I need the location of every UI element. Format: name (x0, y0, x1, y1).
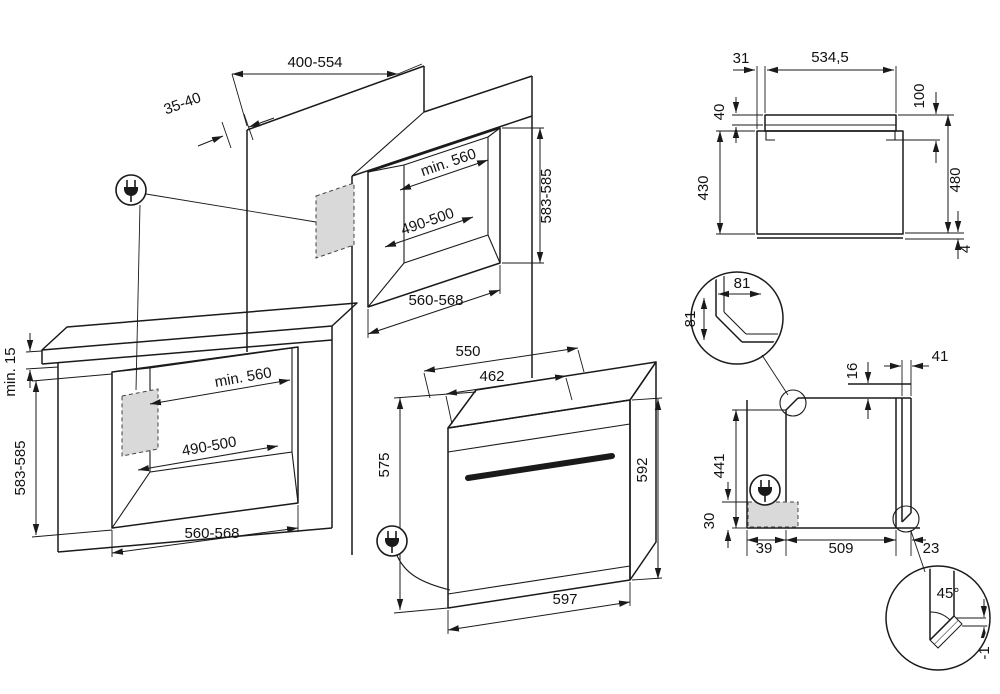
dim-base-height: 583-585 (12, 440, 29, 495)
dim-oven-height-body: 575 (376, 452, 393, 477)
detail-marker-bottom (892, 505, 920, 533)
oven-body (447, 361, 657, 609)
power-plug-callout (115, 174, 317, 391)
side-section-view: 16 41 441 30 39 509 23 (701, 348, 948, 557)
dim-side-back: 39 (756, 540, 773, 557)
dim-oven-height-front: 592 (634, 457, 651, 482)
base-cabinet-outline (41, 302, 358, 553)
dim-side-gap-top: 16 (844, 363, 861, 380)
chamfer-detail-content (929, 568, 988, 649)
outlet-zone-base (121, 388, 159, 457)
dim-oven-depth-total: 550 (455, 343, 480, 360)
dim-base-width: 560-568 (184, 525, 239, 542)
outlet-zone-tall (315, 182, 355, 259)
dim-chamfer-offset: -1 (976, 646, 993, 659)
dim-oven-depth-body: 462 (479, 368, 504, 385)
outlet-zone-side (747, 501, 799, 528)
dim-top-depth: 400-554 (287, 54, 342, 71)
dim-base-inner: 490-500 (181, 433, 238, 459)
dim-side-gap: 35-40 (162, 89, 204, 118)
front-view-outline (756, 114, 904, 239)
base-cabinet-view: min. 15 583-585 min. 560 490-500 560-568 (2, 302, 358, 557)
dim-tall-inner: 490-500 (399, 205, 457, 239)
dim-side-height: 441 (711, 453, 728, 478)
oven-handle (465, 453, 615, 481)
dim-chamfer-angle: 45° (937, 585, 960, 602)
dim-corner-w: 81 (734, 275, 751, 292)
dim-front-lip: 40 (711, 104, 728, 121)
corner-detail: 81 81 (682, 271, 789, 396)
dim-side-base: 30 (701, 513, 718, 530)
dim-front-total: 480 (947, 167, 964, 192)
dim-tall-width: 560-568 (408, 292, 463, 309)
plug-icon (749, 474, 781, 506)
front-view: 31 534,5 100 40 430 480 4 (695, 49, 974, 259)
chamfer-detail: 45° -1 (885, 530, 993, 671)
tall-cabinet-outline (246, 65, 533, 555)
dim-side-front: 41 (932, 348, 949, 365)
dim-side-depth: 509 (828, 540, 853, 557)
side-section-outline (746, 383, 920, 529)
front-view-dimensions: 31 534,5 100 40 430 480 4 (695, 49, 974, 259)
tall-cabinet-view: 400-554 35-40 min. 560 490-500 560-568 5… (162, 54, 555, 555)
plug-icon (115, 174, 147, 206)
dim-front-body: 430 (695, 175, 712, 200)
dim-oven-width: 597 (552, 591, 577, 608)
dim-front-bottom: 4 (957, 245, 974, 253)
dim-front-inner-width: 534,5 (811, 49, 849, 66)
side-section-dimensions: 16 41 441 30 39 509 23 (701, 348, 948, 557)
dim-base-clearance: min. 15 (2, 347, 19, 396)
dim-tall-height: 583-585 (538, 168, 555, 223)
dim-front-top: 100 (911, 83, 928, 108)
oven-isometric-view: 550 462 575 592 597 (376, 343, 663, 634)
tall-cabinet-dimensions: 400-554 35-40 min. 560 490-500 560-568 5… (162, 54, 555, 338)
dim-corner-h: 81 (682, 311, 699, 328)
oven-dimensions: 550 462 575 592 597 (376, 343, 663, 634)
oven-plug (376, 525, 451, 591)
plug-icon (376, 525, 408, 557)
dim-front-offset: 31 (733, 50, 750, 67)
dim-base-depth: min. 560 (213, 364, 273, 391)
detail-marker-top (779, 389, 807, 417)
dim-side-clearance: 23 (923, 540, 940, 557)
